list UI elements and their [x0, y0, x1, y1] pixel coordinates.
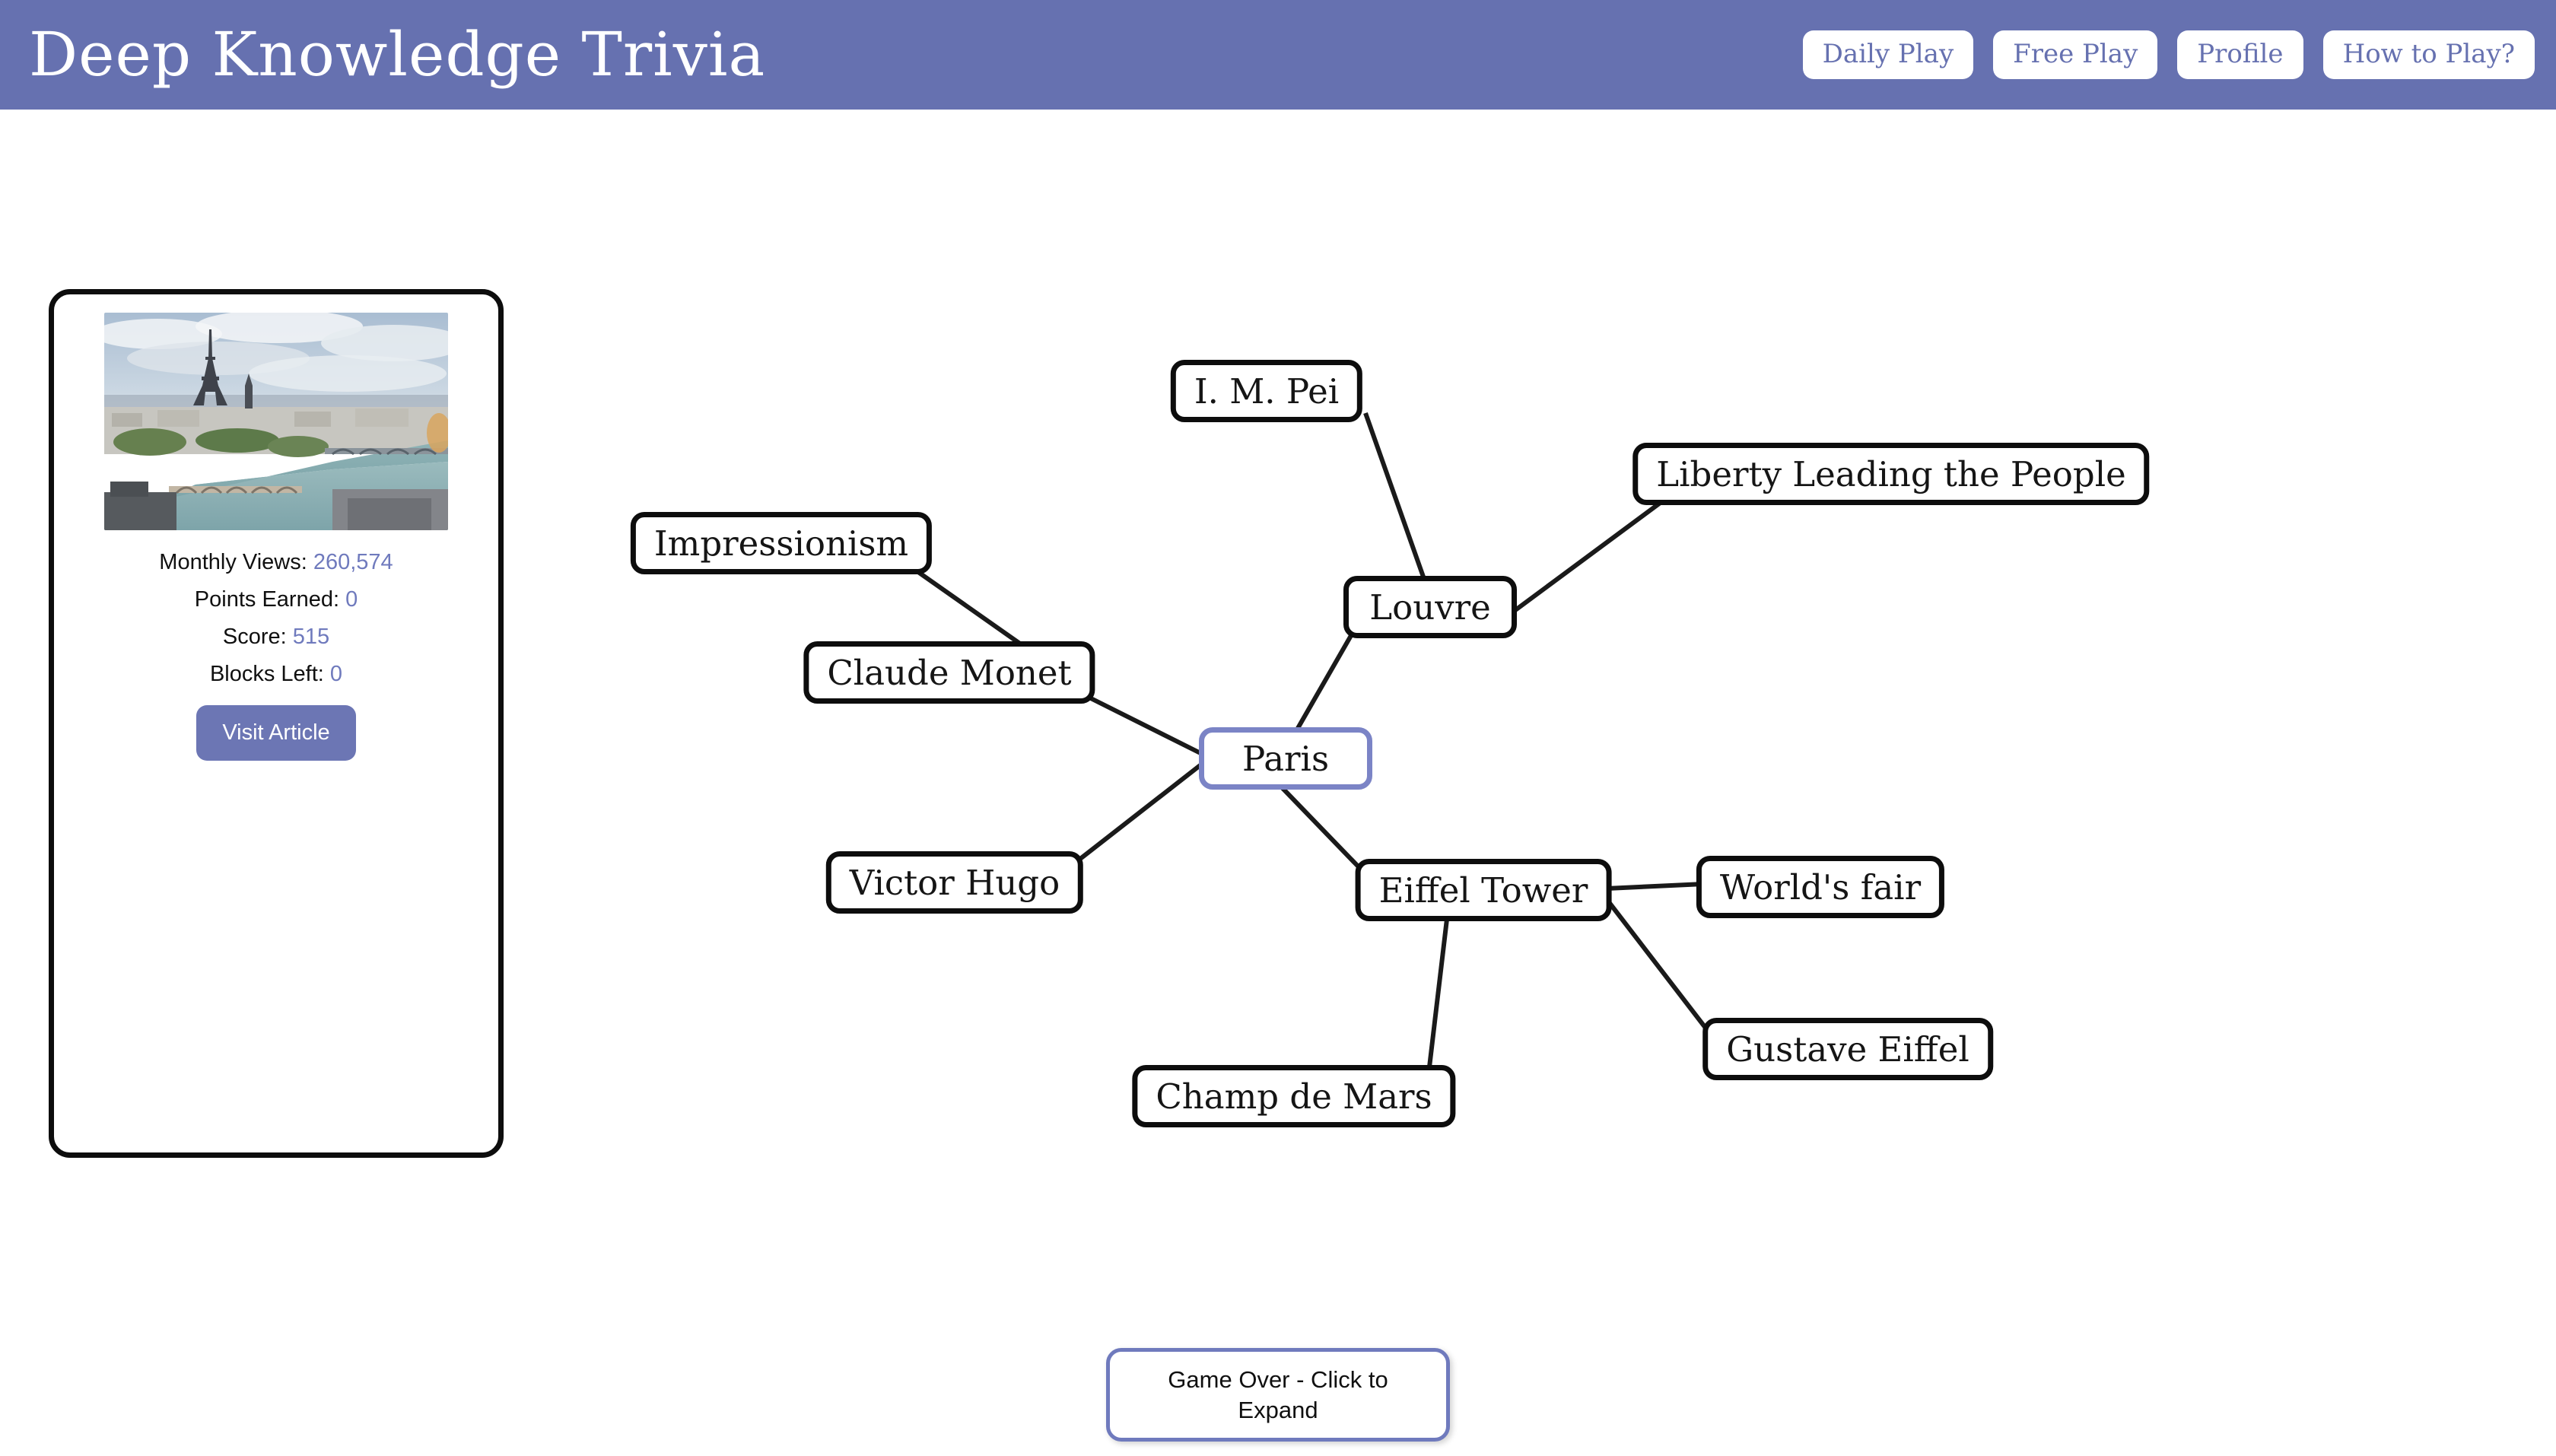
eiffel-tower-silhouette: [193, 329, 227, 405]
graph-edge-victor-hugo-paris: [1065, 757, 1210, 872]
stat-value: 0: [329, 662, 343, 686]
game-over-expand-button[interactable]: Game Over - Click to Expand: [1106, 1348, 1450, 1442]
graph-edge-eiffel-tower-gustave-eiffel: [1604, 898, 1720, 1045]
graph-edge-louvre-liberty: [1511, 491, 1675, 615]
graph-node-gustave-eiffel[interactable]: Gustave Eiffel: [1702, 1018, 1993, 1080]
stat-points-earned: Points Earned: 0: [54, 581, 498, 618]
paris-photo: [104, 313, 448, 530]
stat-label: Monthly Views:: [159, 550, 307, 574]
graph-node-louvre[interactable]: Louvre: [1343, 576, 1517, 638]
visit-article-button[interactable]: Visit Article: [196, 705, 356, 761]
graph-node-eiffel-tower[interactable]: Eiffel Tower: [1355, 859, 1612, 921]
graph-node-claude-monet[interactable]: Claude Monet: [803, 641, 1095, 704]
graph-node-worlds-fair[interactable]: World's fair: [1696, 856, 1945, 918]
free-play-button[interactable]: Free Play: [1993, 30, 2158, 79]
graph-edge-eiffel-tower-champ-de-mars: [1425, 912, 1450, 1087]
graph-edge-im-pei-louvre: [1363, 412, 1431, 593]
how-to-play-button[interactable]: How to Play?: [2322, 30, 2535, 79]
article-stats: Monthly Views: 260,574 Points Earned: 0 …: [54, 544, 498, 693]
article-card: Monthly Views: 260,574 Points Earned: 0 …: [49, 289, 504, 1158]
stat-score: Score: 515: [54, 618, 498, 656]
daily-play-button[interactable]: Daily Play: [1802, 30, 1974, 79]
stat-value: 515: [292, 625, 330, 649]
profile-button[interactable]: Profile: [2177, 30, 2303, 79]
stat-monthly-views: Monthly Views: 260,574: [54, 544, 498, 581]
graph-node-champ-de-mars[interactable]: Champ de Mars: [1132, 1065, 1456, 1127]
graph-edge-claude-monet-paris: [1070, 686, 1210, 759]
stat-label: Score:: [222, 625, 287, 649]
app-header: Deep Knowledge Trivia Daily Play Free Pl…: [0, 0, 2556, 110]
stat-label: Blocks Left:: [209, 662, 324, 686]
graph-node-impressionism[interactable]: Impressionism: [630, 512, 933, 574]
graph-node-liberty[interactable]: Liberty Leading the People: [1632, 443, 2150, 505]
graph-edge-eiffel-tower-worlds-fair: [1606, 882, 1705, 891]
graph-edge-paris-eiffel-tower: [1277, 783, 1369, 877]
graph-node-victor-hugo[interactable]: Victor Hugo: [825, 851, 1084, 914]
stat-label: Points Earned:: [194, 587, 340, 612]
graph-edge-paris-louvre: [1289, 631, 1355, 742]
graph-node-paris[interactable]: Paris: [1199, 727, 1372, 790]
stat-value: 260,574: [313, 550, 393, 574]
header-nav: Daily Play Free Play Profile How to Play…: [1802, 30, 2535, 79]
stat-value: 0: [345, 587, 358, 612]
graph-node-im-pei[interactable]: I. M. Pei: [1170, 360, 1363, 422]
stat-blocks-left: Blocks Left: 0: [54, 656, 498, 693]
app-title: Deep Knowledge Trivia: [29, 19, 766, 90]
